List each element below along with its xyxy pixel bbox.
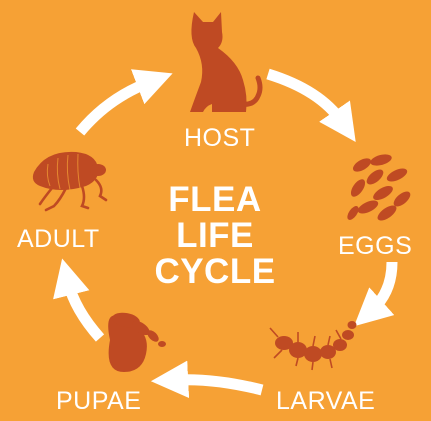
stage-label-adult: ADULT (17, 227, 100, 252)
title-line-flea: FLEA (145, 182, 285, 218)
title-line-cycle: CYCLE (145, 254, 285, 290)
arrow-adult-to-host (80, 82, 150, 132)
stage-label-pupae: PUPAE (56, 389, 141, 414)
arrow-larvae-to-pupae (175, 380, 262, 390)
pupa-icon (108, 311, 166, 372)
arrow-pupae-to-adult (68, 282, 100, 338)
eggs-icon (345, 152, 413, 223)
title-line-life: LIFE (145, 218, 285, 254)
arrow-eggs-to-larvae (372, 262, 392, 310)
arrow-host-to-eggs (268, 74, 342, 122)
flea-icon (33, 152, 106, 210)
stage-label-host: HOST (184, 126, 255, 151)
stage-label-larvae: LARVAE (276, 389, 375, 414)
diagram-title: FLEA LIFE CYCLE (145, 182, 285, 290)
larva-icon (270, 321, 357, 370)
cat-icon (190, 12, 260, 112)
stage-label-eggs: EGGS (338, 234, 412, 259)
